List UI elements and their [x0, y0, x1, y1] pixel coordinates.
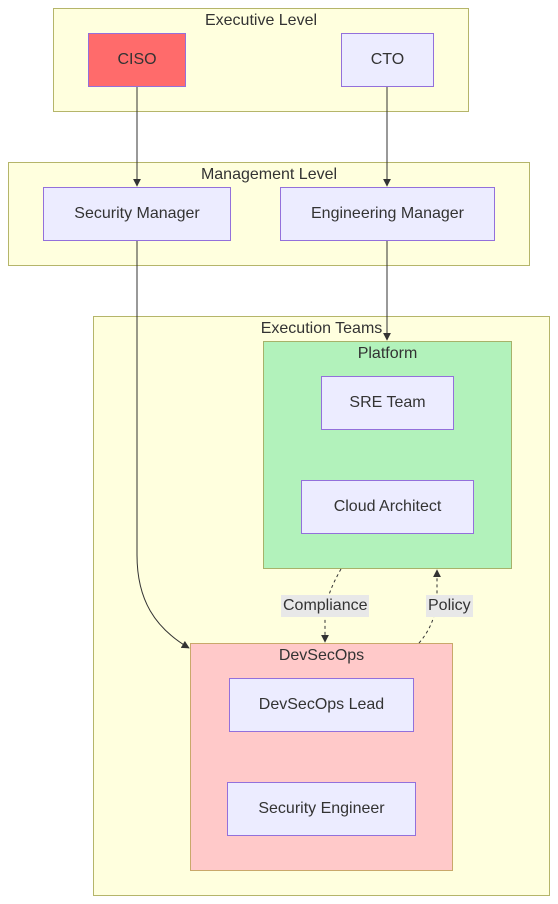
- edge-label-compliance: Compliance: [281, 595, 370, 617]
- node-engineering-manager: Engineering Manager: [280, 187, 495, 241]
- edge-platform-to-devsecops-compliance: [321, 568, 342, 643]
- group-devsecops-title: DevSecOps: [278, 647, 365, 664]
- node-devsecops-lead: DevSecOps Lead: [229, 678, 414, 732]
- node-cto: CTO: [341, 33, 434, 87]
- node-ciso: CISO: [88, 33, 186, 87]
- edge-label-policy: Policy: [426, 595, 473, 617]
- node-security-manager: Security Manager: [43, 187, 231, 241]
- node-cloud-architect: Cloud Architect: [301, 480, 474, 534]
- group-executive-level-title: Executive Level: [204, 12, 318, 29]
- group-management-level-title: Management Level: [200, 166, 338, 183]
- edge-security-manager-to-devsecops: [136, 241, 190, 649]
- group-platform-title: Platform: [357, 345, 418, 362]
- node-sre-team: SRE Team: [321, 376, 454, 430]
- group-execution-teams-title: Execution Teams: [260, 320, 383, 337]
- node-security-engineer: Security Engineer: [227, 782, 416, 836]
